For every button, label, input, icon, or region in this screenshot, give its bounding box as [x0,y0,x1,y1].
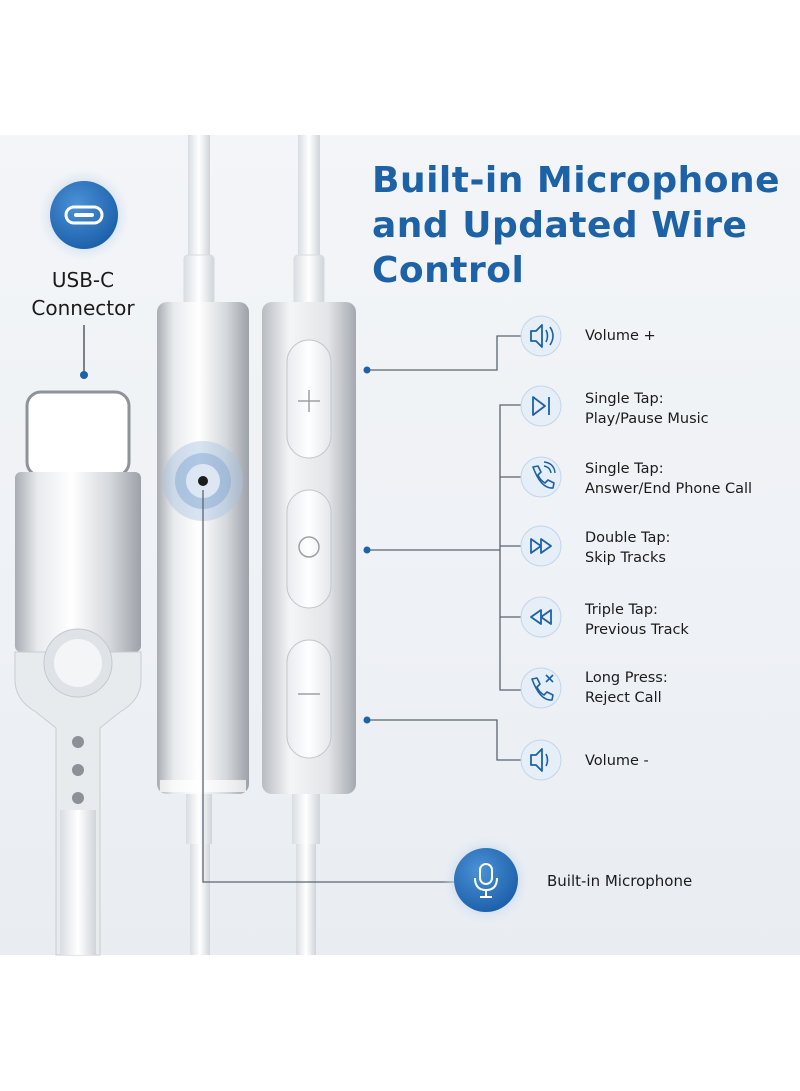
feature-reject-call: Long Press:Reject Call [585,670,668,706]
feature-answer-call: Single Tap:Answer/End Phone Call [585,461,753,497]
feature-play-pause: Single Tap:Play/Pause Music [585,391,709,427]
microphone-icon [442,836,530,924]
microphone-label: Built-in Microphone [547,872,693,890]
feature-volume-down: Volume - [585,753,649,769]
skip-forward-icon [520,525,562,567]
reject-call-icon [520,667,562,709]
skip-back-icon [520,596,562,638]
volume-down-button[interactable] [286,639,332,759]
volume-up-icon [520,315,562,357]
usbc-connector-label: USB-C Connector [31,268,135,320]
callout-lines [202,335,522,883]
usbc-plug [14,390,142,956]
play-pause-button[interactable] [286,489,332,609]
usbc-icon [38,169,130,261]
feature-previous-track: Triple Tap:Previous Track [585,602,689,638]
volume-down-icon [520,739,562,781]
page-title: Built-in Microphone and Updated Wire Con… [372,160,781,291]
usbc-pointer-dot [80,371,88,379]
volume-up-button[interactable] [286,339,332,459]
play-pause-icon [520,385,562,427]
feature-volume-up: Volume + [585,328,656,344]
feature-skip-tracks: Double Tap:Skip Tracks [585,530,671,566]
phone-call-icon [520,456,562,498]
